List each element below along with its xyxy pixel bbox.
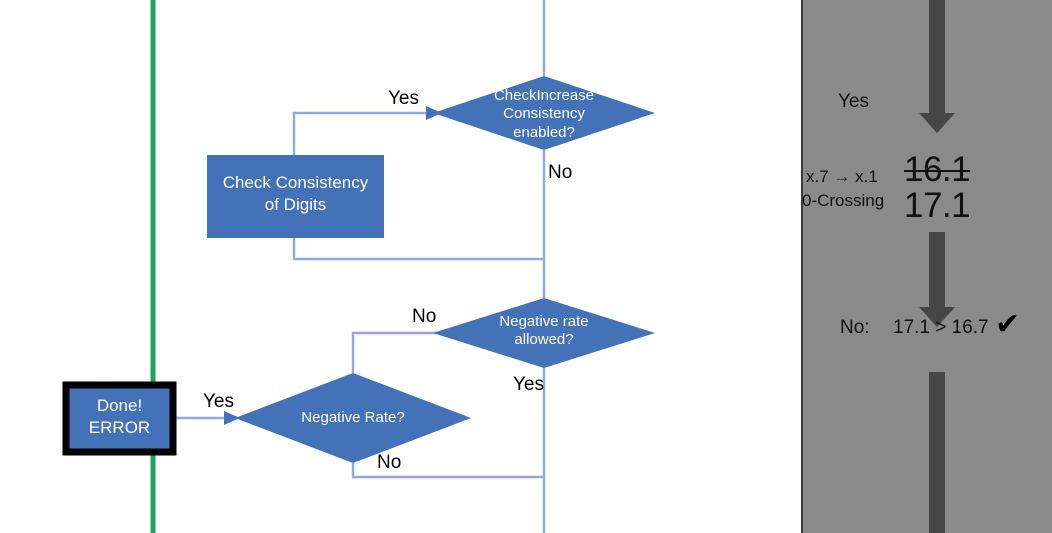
- panel-value-current: 17.1: [904, 186, 971, 225]
- negative-rate-allowed-decision[interactable]: [433, 298, 655, 368]
- panel-arrow-bottom-shaft: [929, 372, 945, 533]
- connector-consistency-return: [292, 238, 544, 261]
- edge-label-negative-allowed-yes: Yes: [513, 374, 544, 395]
- panel-zero-crossing-label: 0-Crossing: [802, 191, 885, 210]
- connector-negative-allowed-no: [351, 331, 440, 373]
- arrowhead-into-negative-rate: [224, 411, 240, 425]
- panel-comparison-expression: 17.1 > 16.7: [893, 317, 989, 338]
- connector-checkincrease-yes: [292, 111, 440, 155]
- check-consistency-of-digits-process[interactable]: [207, 155, 384, 238]
- edge-label-negative-allowed-no: No: [412, 306, 437, 327]
- panel-arrow-top-shaft: [929, 0, 945, 113]
- edge-label-checkincrease-no: No: [548, 162, 573, 183]
- panel-check-icon: ✔: [995, 308, 1021, 341]
- annotation-panel: Yes x.7 → x.1 0-Crossing 16.1 17.1 No: 1…: [801, 0, 1052, 533]
- connector-negative-rate-no: [351, 463, 544, 479]
- edge-label-checkincrease-yes: Yes: [388, 88, 419, 109]
- panel-comparison-prefix: No:: [840, 317, 870, 338]
- check-increase-consistency-decision[interactable]: [433, 76, 655, 150]
- edge-label-negative-rate-no: No: [377, 452, 402, 473]
- panel-arrow-top-head: [919, 113, 955, 133]
- panel-arrows: [919, 0, 955, 533]
- panel-value-struck: 16.1: [904, 150, 971, 189]
- negative-rate-decision[interactable]: [235, 373, 471, 463]
- panel-yes-label: Yes: [838, 91, 869, 112]
- done-error-terminator[interactable]: [62, 381, 177, 456]
- panel-arrow-mid-shaft: [929, 232, 945, 307]
- panel-arrow-mid-head: [919, 307, 955, 327]
- edge-label-done-error-yes: Yes: [203, 391, 234, 412]
- panel-conversion-label: x.7 → x.1: [806, 167, 878, 186]
